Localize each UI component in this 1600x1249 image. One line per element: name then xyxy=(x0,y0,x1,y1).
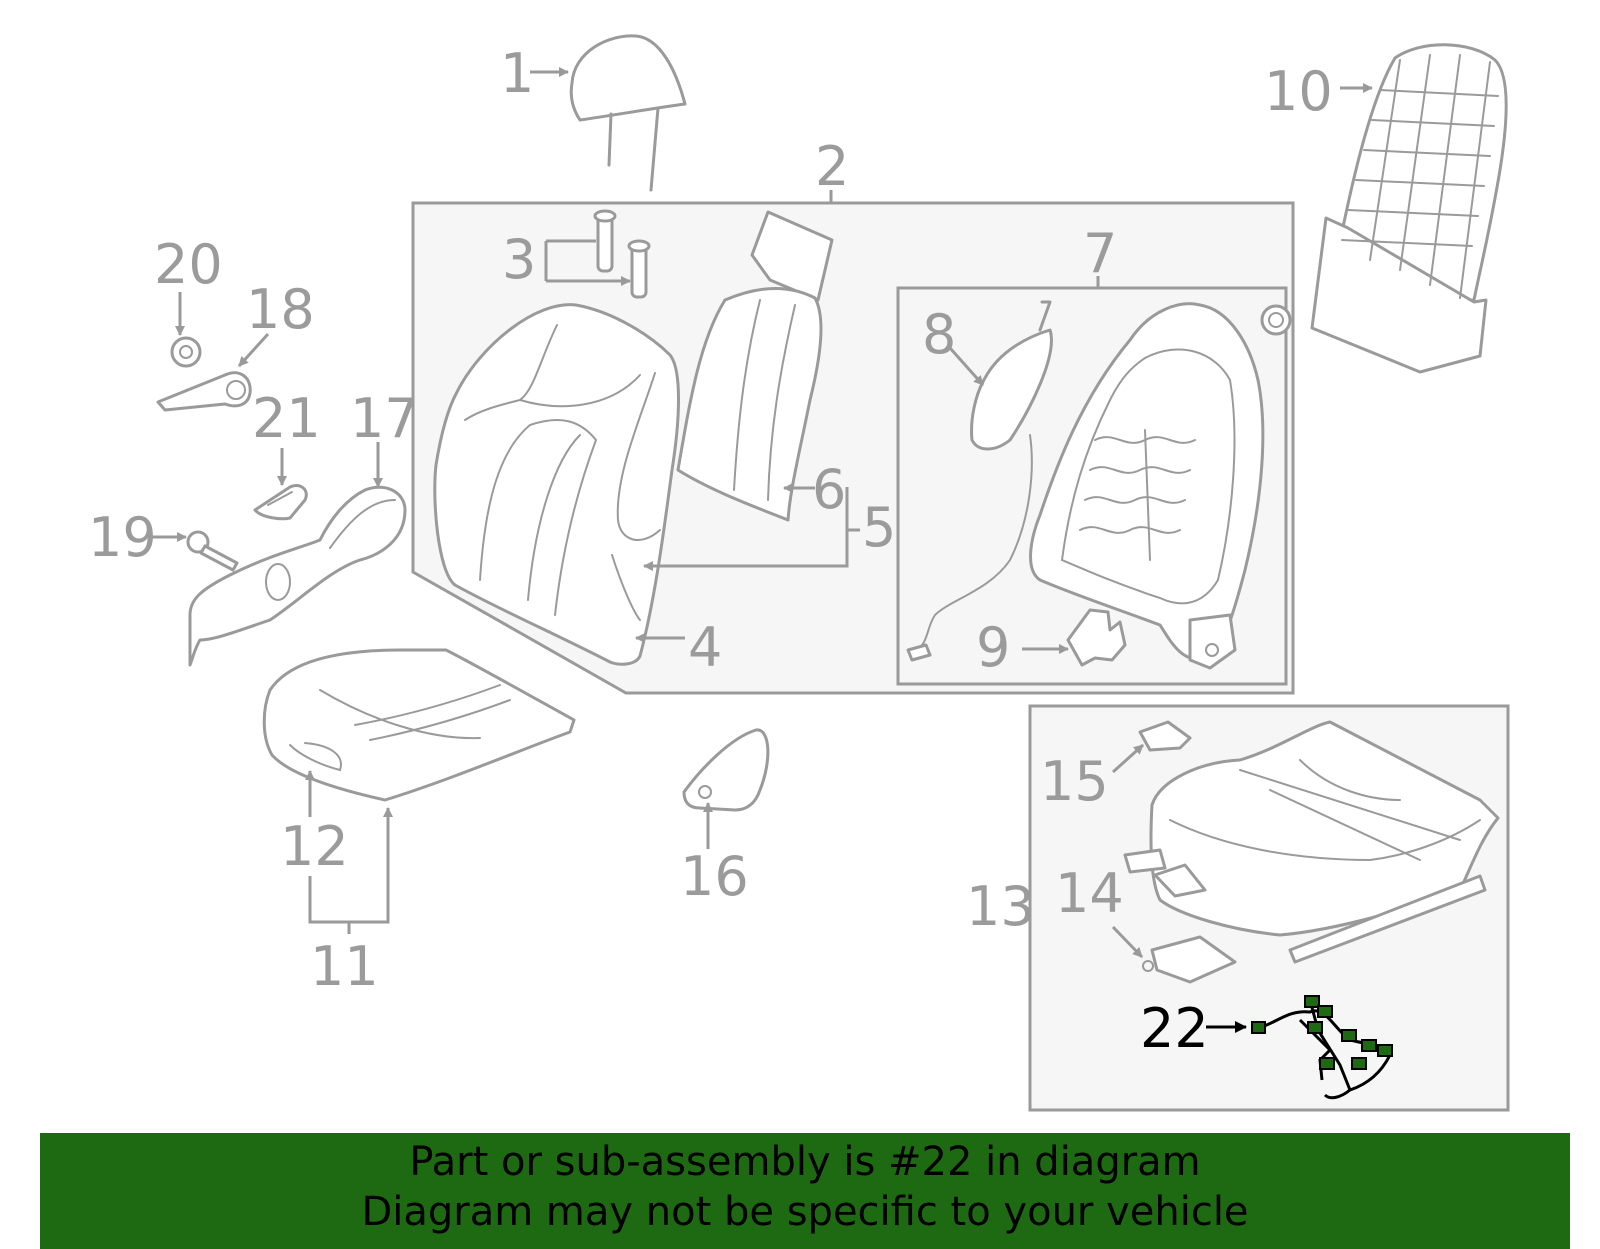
side-shield-part-17[interactable] xyxy=(188,485,407,667)
recliner-lever-part-18[interactable] xyxy=(156,371,252,412)
screw-part-19[interactable] xyxy=(186,530,239,572)
callout-19: 19 xyxy=(88,506,157,569)
callout-9: 9 xyxy=(976,616,1010,679)
back-panel-part-6[interactable] xyxy=(676,210,834,522)
callout-15: 15 xyxy=(1040,750,1109,813)
callout-11: 11 xyxy=(310,935,379,998)
knob-part-21[interactable] xyxy=(253,484,308,521)
callout-21: 21 xyxy=(252,387,321,450)
side-airbag-part-8[interactable] xyxy=(906,300,1053,662)
module-part-15[interactable] xyxy=(1138,720,1192,752)
headrest-part-1[interactable] xyxy=(569,34,687,192)
bracket-part-9[interactable] xyxy=(1066,608,1127,667)
callout-22: 22 xyxy=(1140,997,1209,1060)
wiring-harness-part-22[interactable] xyxy=(1251,995,1393,1100)
cushion-cover-part-12[interactable] xyxy=(262,648,576,802)
callout-8: 8 xyxy=(922,303,956,366)
callout-4: 4 xyxy=(688,616,722,679)
cap-part-20[interactable] xyxy=(170,336,202,368)
control-unit-part-14[interactable] xyxy=(1142,935,1237,984)
callout-14: 14 xyxy=(1055,862,1124,925)
callout-13: 13 xyxy=(966,875,1035,938)
callout-17: 17 xyxy=(350,387,419,450)
cushion-frame-part-13[interactable] xyxy=(1123,720,1500,964)
callout-18: 18 xyxy=(246,278,315,341)
seatback-frame-part-7[interactable] xyxy=(1029,302,1292,670)
callout-16: 16 xyxy=(680,845,749,908)
callout-3: 3 xyxy=(502,228,536,291)
trim-part-16[interactable] xyxy=(682,728,770,812)
banner-line-2: Diagram may not be specific to your vehi… xyxy=(361,1189,1249,1235)
callout-10: 10 xyxy=(1264,60,1333,123)
callout-7: 7 xyxy=(1083,222,1117,285)
info-banner: Part or sub-assembly is #22 in diagram D… xyxy=(40,1133,1570,1249)
callout-5: 5 xyxy=(862,496,896,559)
seatback-cover-part-4[interactable] xyxy=(433,303,680,666)
banner-line-1: Part or sub-assembly is #22 in diagram xyxy=(409,1139,1201,1185)
back-frame-assembly-part-10[interactable] xyxy=(1310,43,1508,374)
callout-20: 20 xyxy=(154,233,223,296)
callout-2: 2 xyxy=(815,135,849,198)
callout-1: 1 xyxy=(500,42,534,105)
callout-6: 6 xyxy=(812,458,846,521)
callout-12: 12 xyxy=(280,815,349,878)
